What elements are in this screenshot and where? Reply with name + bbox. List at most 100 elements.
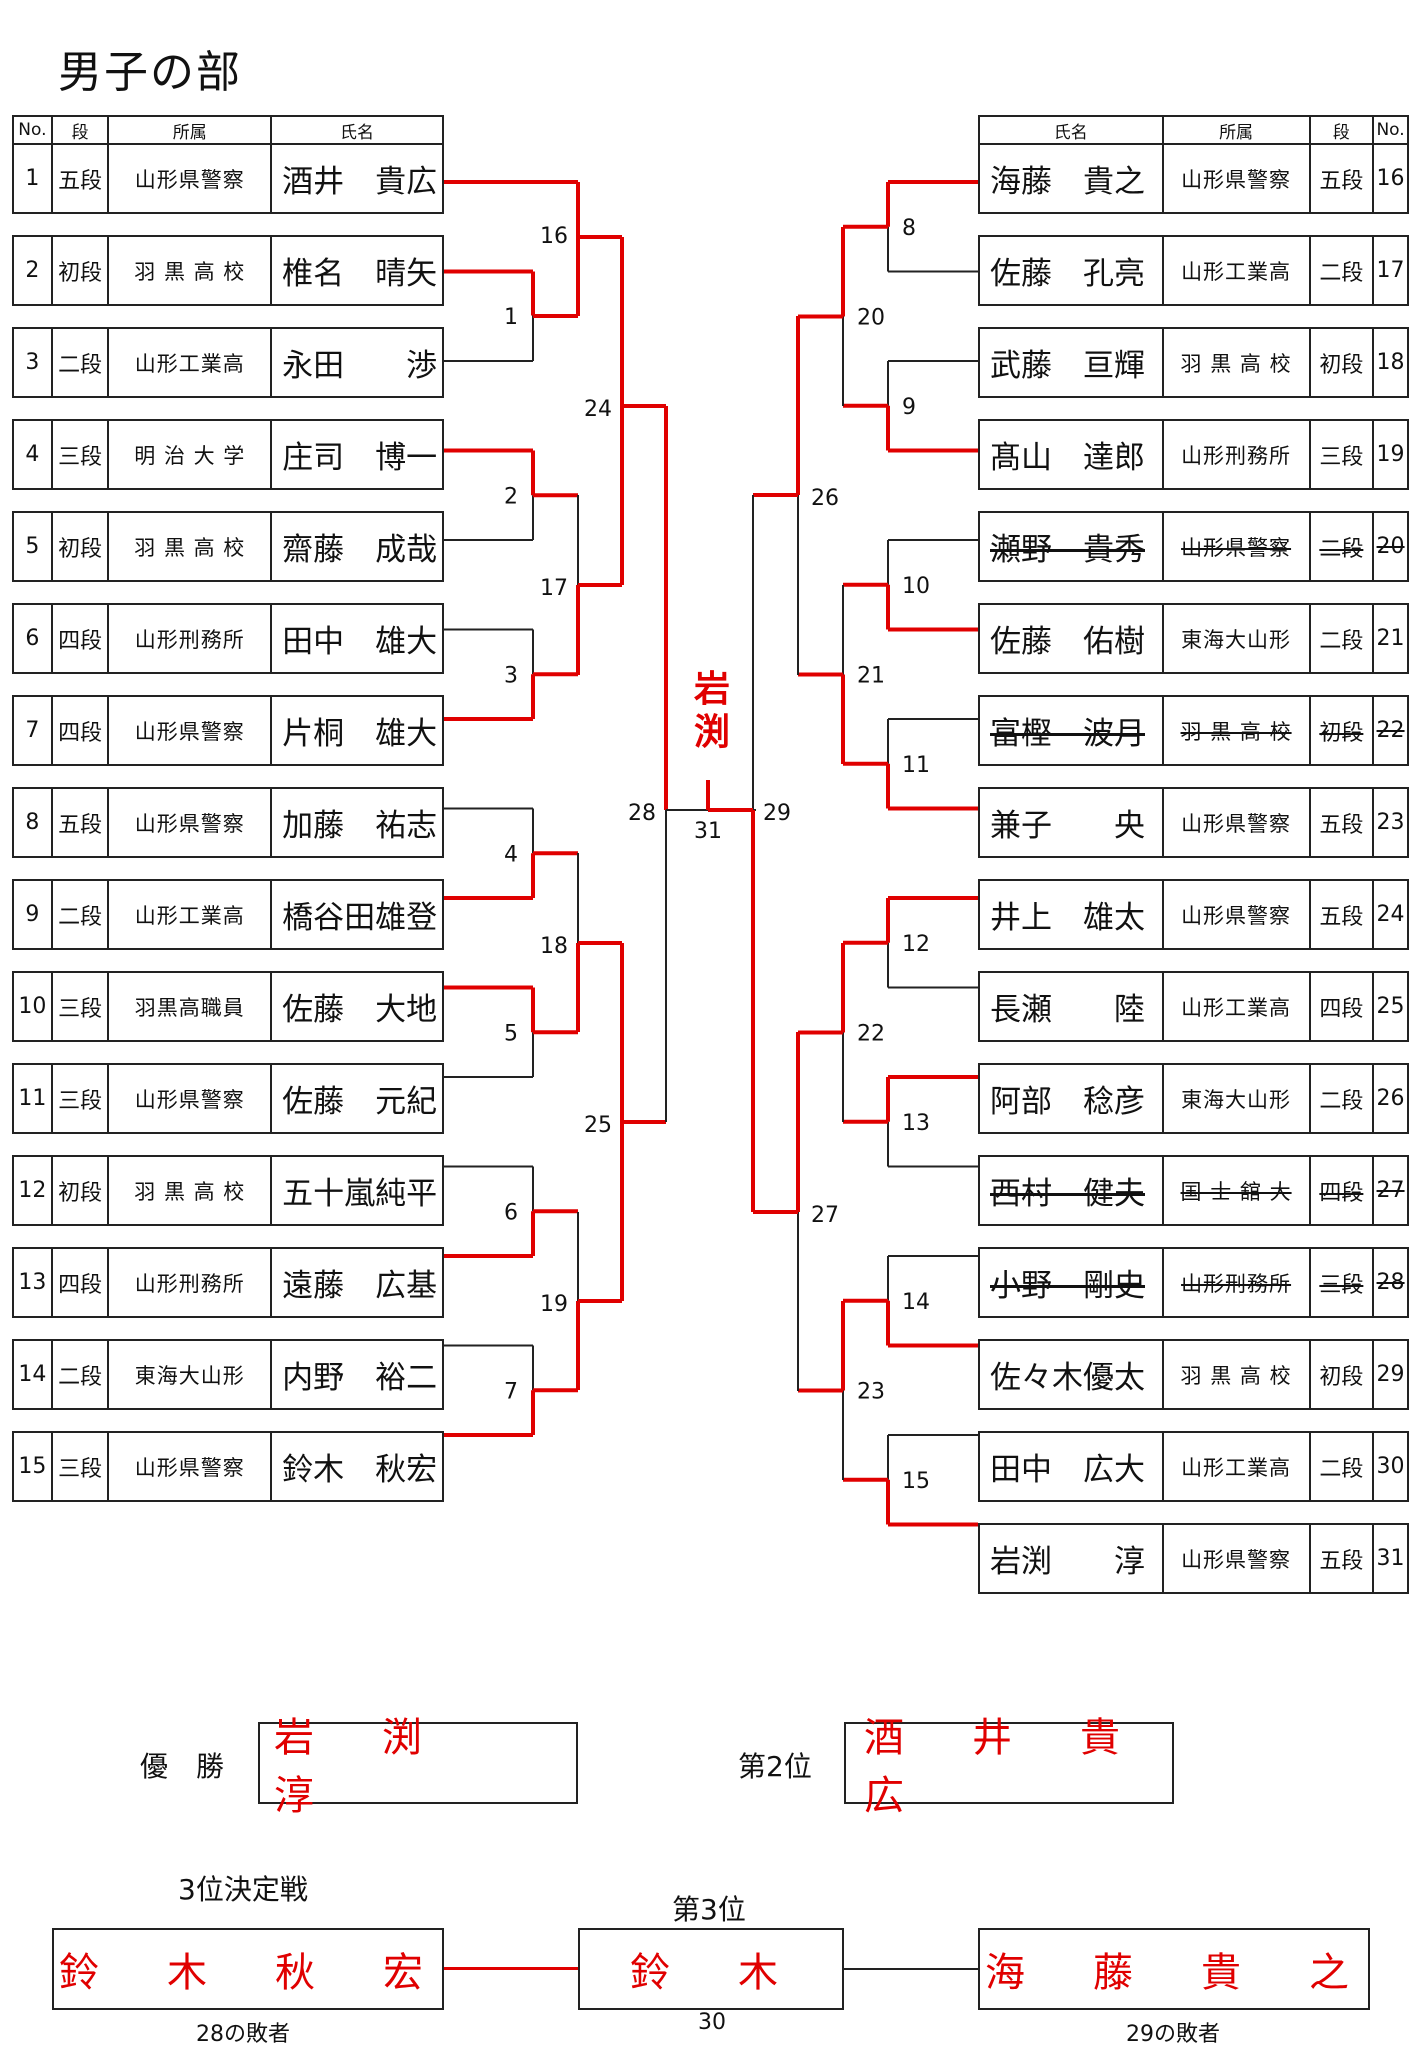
entry-dan-text: 三段 bbox=[58, 1456, 103, 1482]
match-label: 19 bbox=[540, 1292, 568, 1317]
loser-28-note: 28の敗者 bbox=[196, 2022, 290, 2047]
entry-number-text: 21 bbox=[1376, 626, 1405, 651]
entry-number-text: 26 bbox=[1376, 1086, 1405, 1111]
entry-affiliation: 羽 黒 高 校 bbox=[1161, 1339, 1311, 1410]
match-label: 24 bbox=[584, 397, 612, 422]
entry-number-text: 5 bbox=[25, 534, 40, 559]
entry-number: 13 bbox=[12, 1247, 53, 1318]
entry-dan: 初段 bbox=[50, 511, 110, 582]
third-match-win-line bbox=[444, 1967, 578, 1970]
entry-number: 26 bbox=[1372, 1063, 1409, 1134]
entry-dan: 三段 bbox=[50, 1063, 110, 1134]
entry-affiliation-text: 羽黒高職員 bbox=[134, 995, 245, 1020]
match-label: 25 bbox=[584, 1113, 612, 1138]
entry-name: 齋藤 成哉 bbox=[270, 511, 444, 582]
match-label: 31 bbox=[694, 819, 722, 844]
entry-name-text: 佐藤 元紀 bbox=[282, 1084, 438, 1120]
entry-number-text: 1 bbox=[25, 166, 40, 191]
entry-name: 井上 雄太 bbox=[978, 879, 1164, 950]
match-label: 6 bbox=[504, 1200, 518, 1225]
match-label: 9 bbox=[902, 395, 916, 420]
entry-affiliation-text: 山形刑務所 bbox=[1181, 443, 1292, 468]
match-label: 4 bbox=[504, 842, 518, 867]
entry-dan: 五段 bbox=[1308, 787, 1375, 858]
entry-name: 酒井 貴広 bbox=[270, 143, 444, 214]
entry-dan: 五段 bbox=[50, 787, 110, 858]
page-title: 男子の部 bbox=[58, 47, 242, 98]
entry-number-text: 28 bbox=[1376, 1270, 1405, 1295]
entry-affiliation: 山形刑務所 bbox=[1161, 1247, 1311, 1318]
entry-number-text: 4 bbox=[25, 442, 40, 467]
entry-name: 鈴木 秋宏 bbox=[270, 1431, 444, 1502]
entry-number: 4 bbox=[12, 419, 53, 490]
entry-number-text: 11 bbox=[18, 1086, 47, 1111]
entry-number-text: 7 bbox=[25, 718, 40, 743]
entry-number: 16 bbox=[1372, 143, 1409, 214]
tournament-bracket: 1162345671718192425283189101112131415202… bbox=[444, 180, 978, 1527]
entry-number-text: 22 bbox=[1376, 718, 1405, 743]
match-label: 22 bbox=[857, 1022, 885, 1047]
entry-dan-text: 四段 bbox=[58, 1272, 103, 1298]
entry-number: 27 bbox=[1372, 1155, 1409, 1226]
entry-number-text: 25 bbox=[1376, 994, 1405, 1019]
entry-number: 5 bbox=[12, 511, 53, 582]
entry-affiliation: 山形県警察 bbox=[1161, 787, 1311, 858]
entry-number: 7 bbox=[12, 695, 53, 766]
entry-name-text: 西村 健夫 bbox=[990, 1176, 1145, 1212]
match-label: 8 bbox=[902, 216, 916, 241]
match-label: 20 bbox=[857, 306, 885, 331]
entry-name: 兼子 央 bbox=[978, 787, 1164, 858]
entry-affiliation-text: 山形工業高 bbox=[134, 351, 245, 376]
match-label: 27 bbox=[811, 1203, 839, 1228]
entry-dan: 二段 bbox=[1308, 603, 1375, 674]
entry-dan-text: 四段 bbox=[1319, 996, 1364, 1022]
entry-dan-text: 二段 bbox=[1319, 260, 1364, 286]
header-dan: 段 bbox=[1308, 115, 1375, 145]
entry-affiliation-text: 山形県警察 bbox=[1181, 811, 1292, 836]
entry-number: 19 bbox=[1372, 419, 1409, 490]
entry-affiliation: 山形県警察 bbox=[107, 695, 273, 766]
entry-dan: 二段 bbox=[1308, 1431, 1375, 1502]
entry-name-text: 椎名 晴矢 bbox=[282, 256, 438, 292]
match-label: 12 bbox=[902, 932, 930, 957]
entry-name: 田中 広大 bbox=[978, 1431, 1164, 1502]
entry-dan: 二段 bbox=[50, 879, 110, 950]
entry-name: 橋谷田雄登 bbox=[270, 879, 444, 950]
match-label: 3 bbox=[504, 663, 518, 688]
entry-number-text: 10 bbox=[18, 994, 47, 1019]
entry-dan-text: 五段 bbox=[1319, 1548, 1364, 1574]
entry-number-text: 19 bbox=[1376, 442, 1405, 467]
entry-affiliation-text: 山形県警察 bbox=[134, 167, 245, 192]
entry-affiliation-text: 国 士 舘 大 bbox=[1180, 1179, 1292, 1204]
entry-dan: 二段 bbox=[50, 1339, 110, 1410]
match-label: 7 bbox=[504, 1379, 518, 1404]
match-label: 17 bbox=[540, 576, 568, 601]
third-place-box: 鈴 木 bbox=[578, 1928, 844, 2010]
entry-name: 椎名 晴矢 bbox=[270, 235, 444, 306]
entry-dan: 三段 bbox=[50, 1431, 110, 1502]
entry-dan: 四段 bbox=[50, 603, 110, 674]
entry-dan-text: 五段 bbox=[1319, 904, 1364, 930]
entry-name-text: 加藤 祐志 bbox=[282, 808, 438, 844]
entry-number: 25 bbox=[1372, 971, 1409, 1042]
entry-number: 12 bbox=[12, 1155, 53, 1226]
entry-number-text: 3 bbox=[25, 350, 40, 375]
entry-dan-text: 五段 bbox=[1319, 812, 1364, 838]
entry-number: 3 bbox=[12, 327, 53, 398]
entry-affiliation: 山形県警察 bbox=[1161, 511, 1311, 582]
third-match-lose-line bbox=[844, 1968, 978, 1970]
entry-number: 10 bbox=[12, 971, 53, 1042]
match-label: 11 bbox=[902, 753, 930, 778]
entry-number-text: 20 bbox=[1376, 534, 1405, 559]
entry-affiliation-text: 山形県警察 bbox=[134, 1087, 245, 1112]
entry-dan: 二段 bbox=[1308, 511, 1375, 582]
